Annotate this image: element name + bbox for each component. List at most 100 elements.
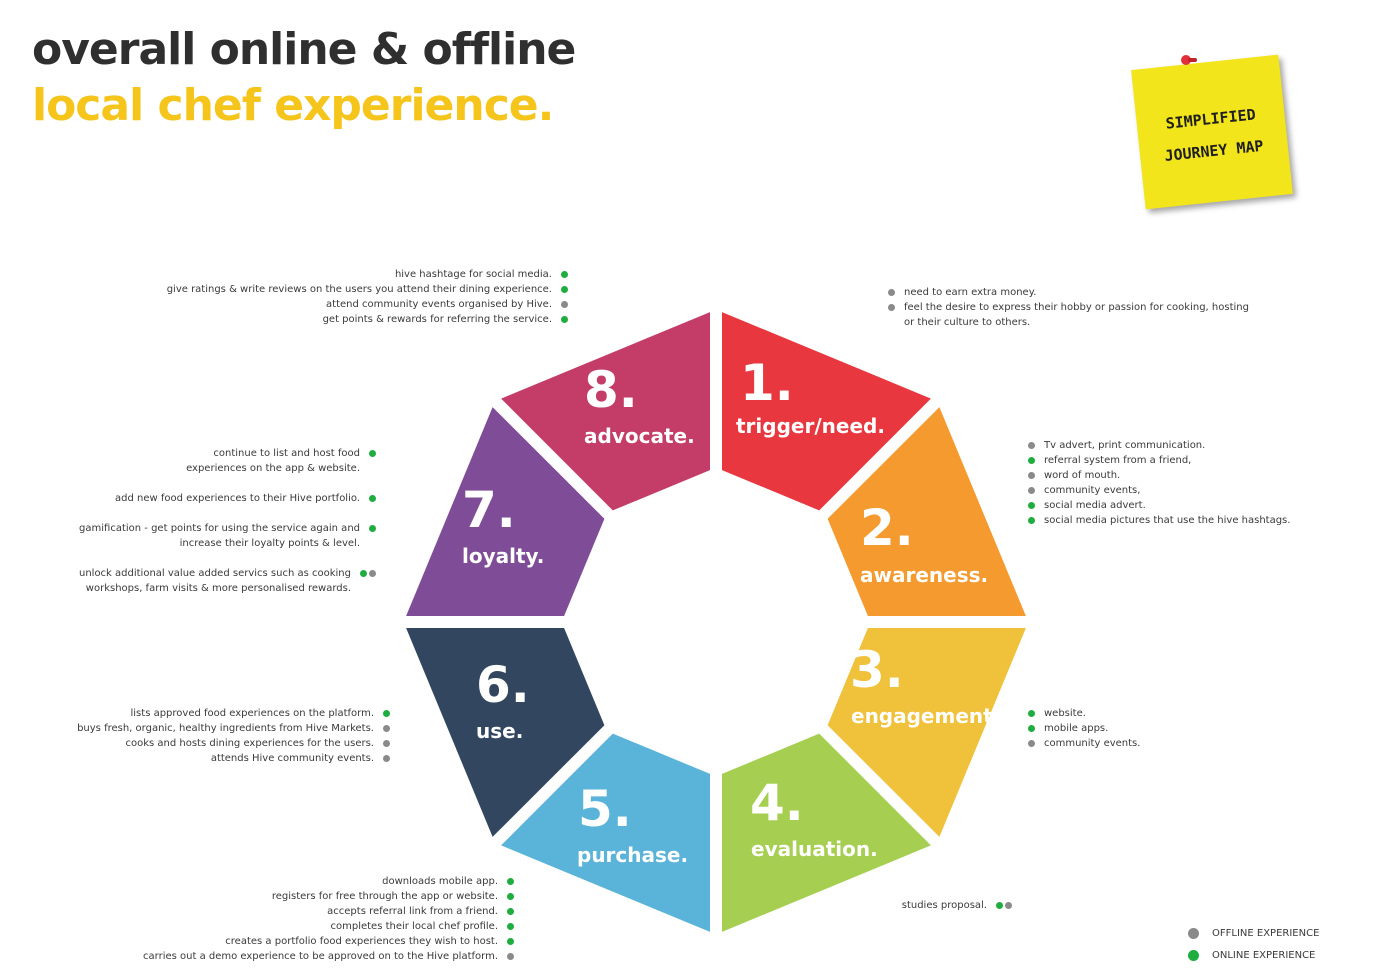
experience-dot-icon	[1028, 721, 1035, 732]
awareness-note-text: social media pictures that use the hive …	[1044, 515, 1291, 526]
awareness-note-text: community events,	[1044, 485, 1141, 496]
experience-dot-icon	[507, 949, 514, 960]
stage-number-4: 4.	[750, 774, 804, 832]
stage-name-7: loyalty.	[462, 544, 544, 568]
stage-number-8: 8.	[584, 361, 638, 419]
offline-dot-icon	[1028, 472, 1035, 479]
purchase-note-text: downloads mobile app.	[382, 876, 498, 887]
online-dot-icon	[1028, 517, 1035, 524]
loyalty-note-text: gamification - get points for using the …	[79, 523, 360, 549]
trigger-note-item: need to earn extra money.	[888, 285, 1249, 300]
stage-number-1: 1.	[740, 354, 794, 412]
stage-name-8: advocate.	[584, 424, 695, 448]
loyalty-note-item: unlock additional value added servics su…	[79, 566, 376, 596]
advocate-note-text: hive hashtage for social media.	[394, 269, 552, 280]
experience-dot-icon	[888, 300, 895, 311]
loyalty-note-item: continue to list and host food experienc…	[79, 446, 376, 476]
experience-dot-icon	[383, 706, 390, 717]
experience-dot-icon	[507, 874, 514, 885]
awareness-note-item: social media pictures that use the hive …	[1028, 513, 1290, 528]
stage-name-1: trigger/need.	[736, 414, 885, 438]
experience-dot-icon	[369, 491, 376, 502]
engagement-note-text: community events.	[1044, 738, 1141, 749]
loyalty-note-item: add new food experiences to their Hive p…	[79, 491, 376, 506]
awareness-note-item: social media advert.	[1028, 498, 1290, 513]
offline-dot-icon	[888, 304, 895, 311]
offline-dot-icon	[888, 289, 895, 296]
experience-dot-icon	[1028, 706, 1035, 717]
purchase-note-text: registers for free through the app or we…	[271, 891, 498, 902]
stage-name-5: purchase.	[577, 843, 688, 867]
awareness-note-item: referral system from a friend,	[1028, 453, 1290, 468]
online-dot-icon	[561, 316, 568, 323]
experience-dot-icon	[996, 898, 1012, 909]
use-notes: lists approved food experiences on the p…	[77, 706, 390, 766]
purchase-note-text: carries out a demo experience to be appr…	[143, 951, 498, 962]
purchase-note-item: registers for free through the app or we…	[143, 889, 514, 904]
advocate-note-item: hive hashtage for social media.	[167, 267, 568, 282]
online-dot-icon	[507, 893, 514, 900]
engagement-note-text: website.	[1044, 708, 1086, 719]
trigger-note-text: feel the desire to express their hobby o…	[904, 302, 1249, 328]
stage-number-3: 3.	[850, 641, 904, 699]
online-dot-icon	[561, 286, 568, 293]
stage-number-5: 5.	[578, 780, 632, 838]
awareness-notes: Tv advert, print communication.referral …	[1028, 438, 1290, 528]
experience-dot-icon	[1028, 483, 1035, 494]
offline-dot-icon	[507, 953, 514, 960]
stage-number-7: 7.	[462, 481, 516, 539]
experience-dot-icon	[369, 521, 376, 532]
experience-dot-icon	[507, 934, 514, 945]
evaluation-note-text: studies proposal.	[901, 900, 987, 911]
experience-dot-icon	[383, 721, 390, 732]
online-dot-icon	[996, 902, 1003, 909]
experience-dot-icon	[561, 282, 568, 293]
experience-dot-icon	[561, 297, 568, 308]
online-dot-icon	[360, 570, 367, 577]
advocate-note-item: attend community events organised by Hiv…	[167, 297, 568, 312]
awareness-note-item: Tv advert, print communication.	[1028, 438, 1290, 453]
use-note-item: lists approved food experiences on the p…	[77, 706, 390, 721]
engagement-note-text: mobile apps.	[1044, 723, 1109, 734]
purchase-note-text: creates a portfolio food experiences the…	[225, 936, 498, 947]
experience-dot-icon	[507, 889, 514, 900]
online-dot-icon	[507, 938, 514, 945]
purchase-note-item: accepts referral link from a friend.	[143, 904, 514, 919]
stage-segment-1	[722, 312, 931, 511]
evaluation-note-item: studies proposal.	[902, 898, 1012, 913]
awareness-note-item: word of mouth.	[1028, 468, 1290, 483]
advocate-note-item: give ratings & write reviews on the user…	[167, 282, 568, 297]
online-dot-icon	[369, 495, 376, 502]
awareness-note-text: word of mouth.	[1044, 470, 1121, 481]
offline-dot-icon	[1028, 442, 1035, 449]
online-dot-icon	[1028, 710, 1035, 717]
experience-dot-icon	[383, 736, 390, 747]
loyalty-note-item: gamification - get points for using the …	[79, 521, 376, 551]
advocate-notes: hive hashtage for social media. give rati…	[167, 267, 568, 327]
experience-dot-icon	[507, 919, 514, 930]
online-dot-icon	[507, 923, 514, 930]
advocate-note-item: get points & rewards for referring the s…	[167, 312, 568, 327]
online-dot-icon	[1028, 725, 1035, 732]
pushpin-icon	[1181, 55, 1197, 65]
legend-dot-icon	[1188, 927, 1199, 939]
engagement-note-item: mobile apps.	[1028, 721, 1140, 736]
experience-dot-icon	[1028, 498, 1035, 509]
loyalty-note-text: add new food experiences to their Hive p…	[114, 493, 360, 504]
legend-item: ONLINE EXPERIENCE	[1188, 944, 1319, 966]
online-dot-icon	[369, 525, 376, 532]
use-note-text: lists approved food experiences on the p…	[130, 708, 375, 719]
awareness-note-text: social media advert.	[1044, 500, 1146, 511]
engagement-note-item: website.	[1028, 706, 1140, 721]
experience-dot-icon	[561, 267, 568, 278]
legend-label: ONLINE EXPERIENCE	[1212, 949, 1316, 961]
offline-dot-icon	[561, 301, 568, 308]
loyalty-notes: continue to list and host food experienc…	[79, 446, 376, 596]
stage-name-6: use.	[476, 719, 523, 743]
title-line-1: overall online & offline	[32, 24, 576, 75]
purchase-notes: downloads mobile app. registers for free …	[143, 874, 514, 964]
stage-name-2: awareness.	[860, 563, 988, 587]
stage-name-4: evaluation.	[751, 837, 878, 861]
